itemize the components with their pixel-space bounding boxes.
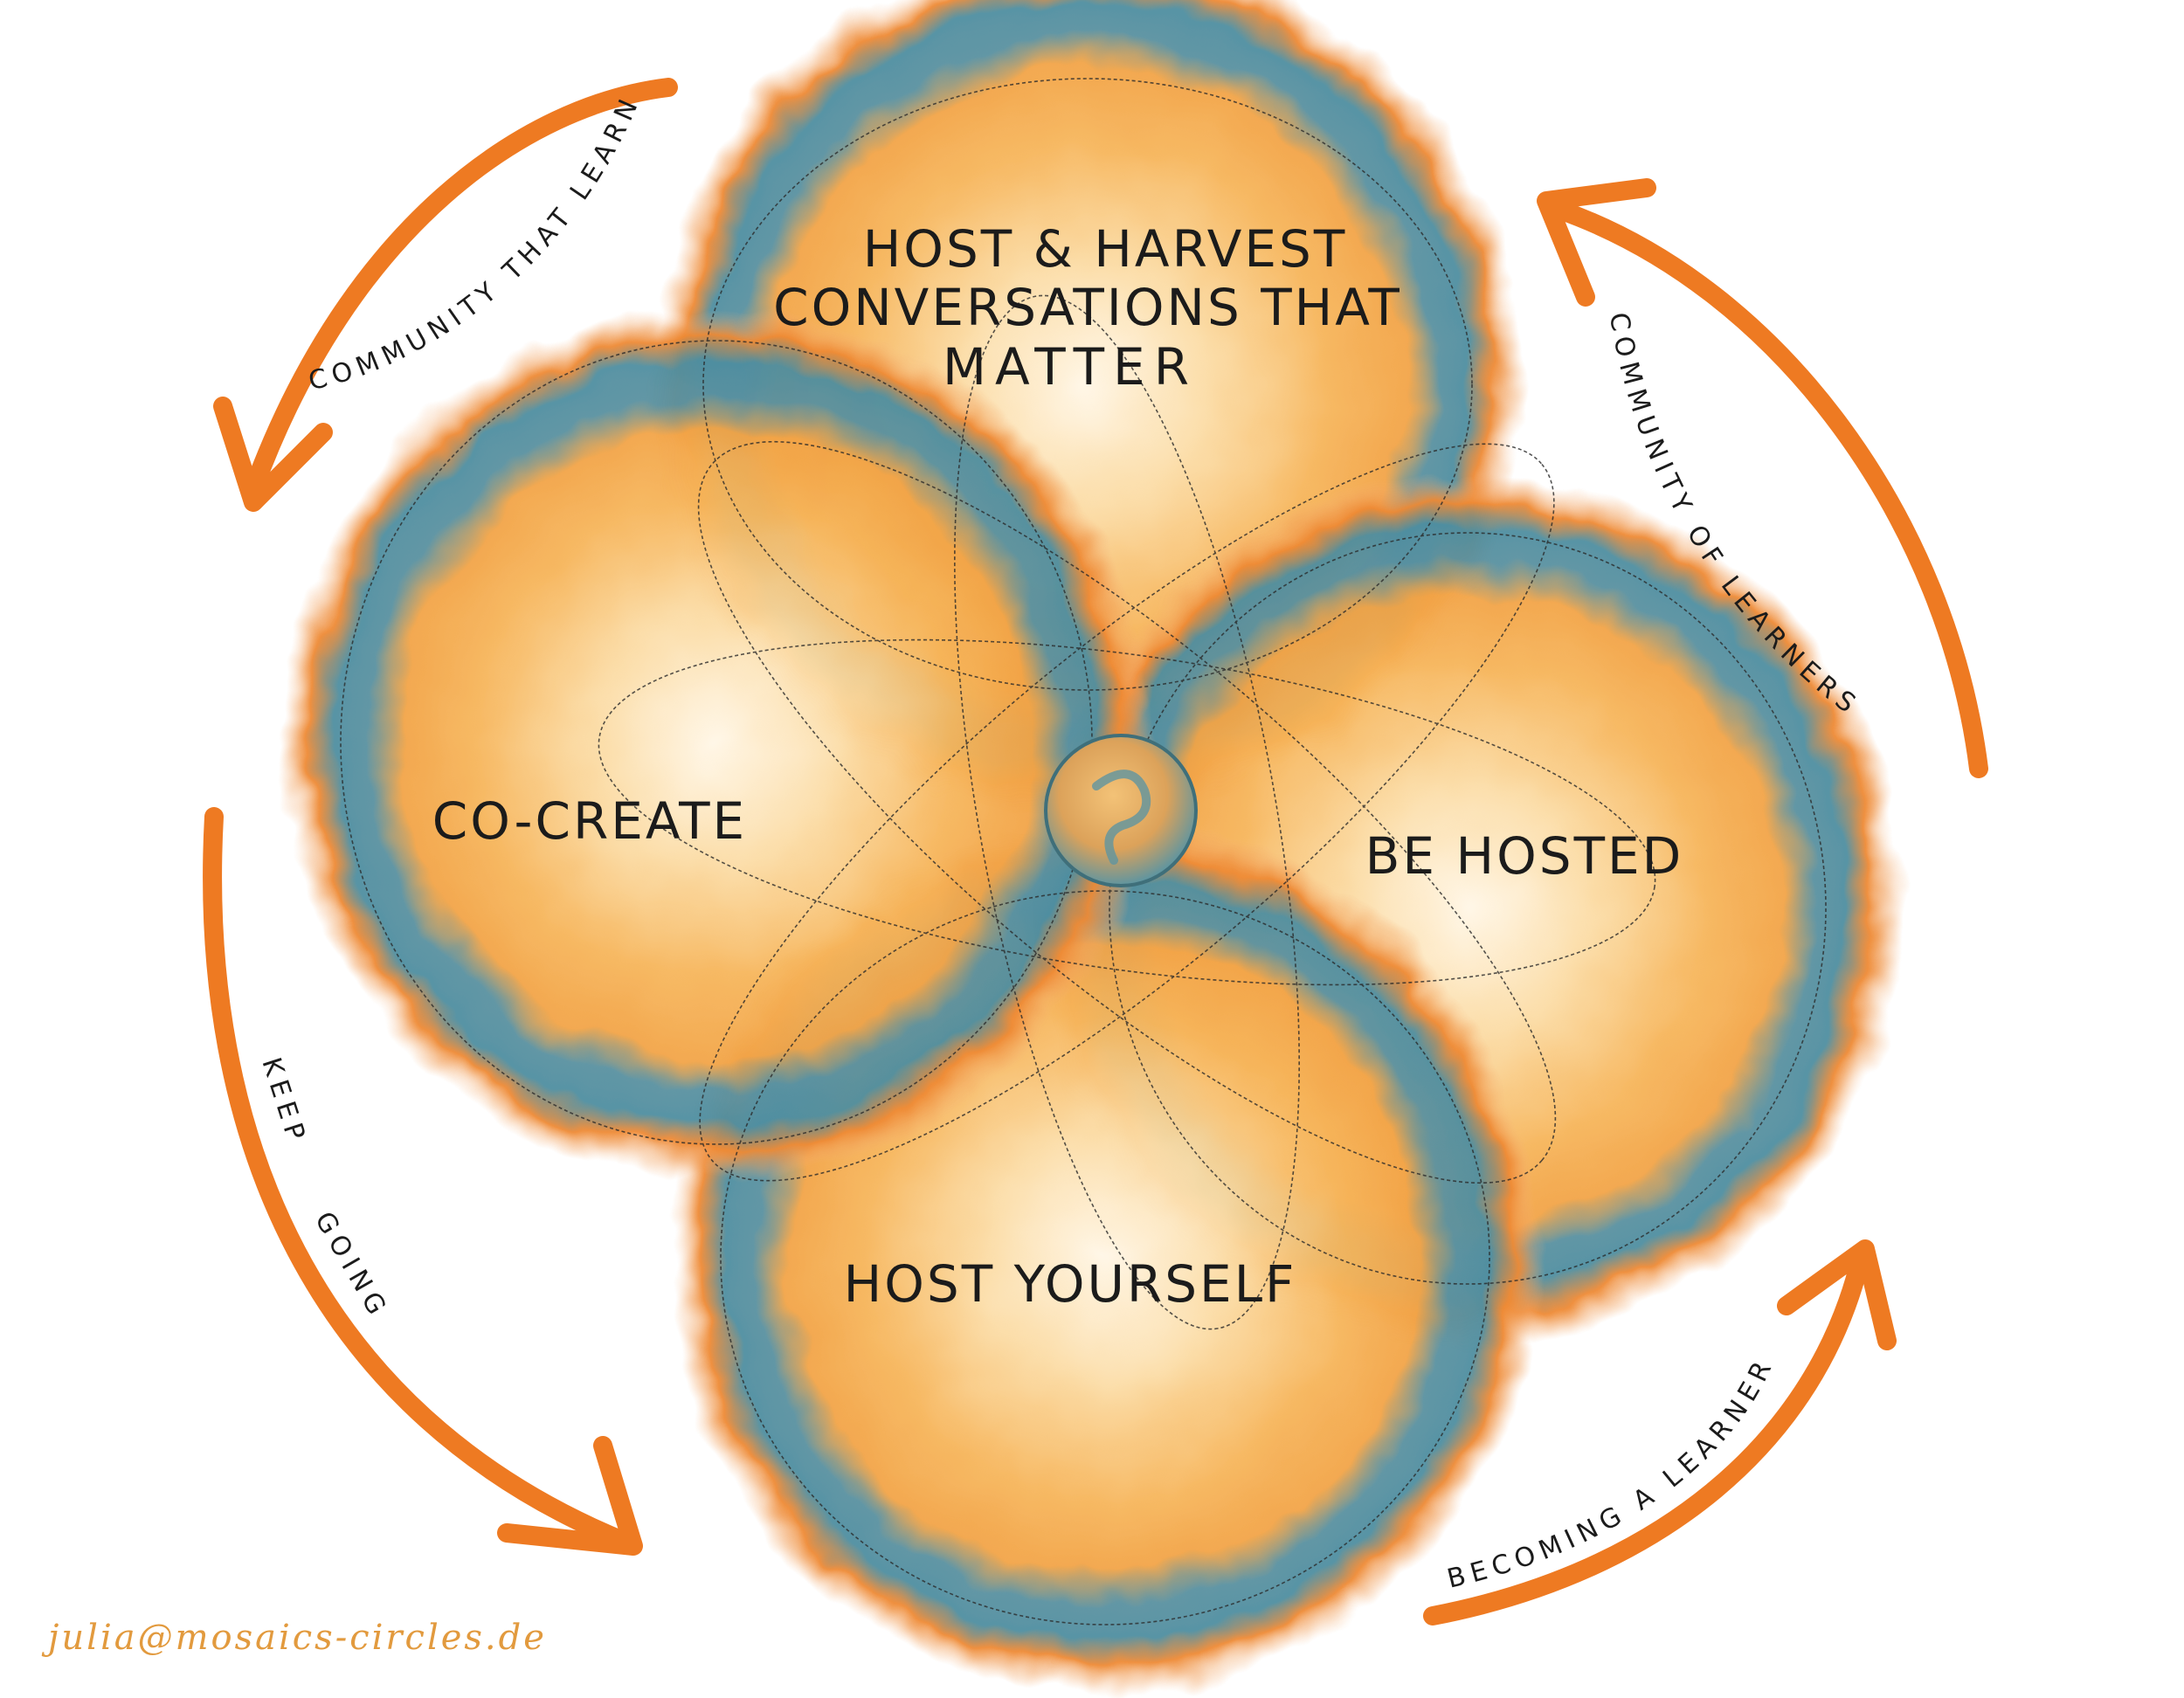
petal-left [280,306,1153,1179]
label-be-hosted: BE HOSTED [1365,826,1684,886]
arrow-bottom-right [1423,1248,1870,1626]
arrow-head-top-right [1537,178,1656,307]
author-credit: julia@mosaics-circles.de [41,1618,547,1658]
petal-group [280,0,1904,1695]
arrow-head-bottom-left [497,1436,643,1556]
arrow-top-right [1550,200,1988,778]
top-line-3: MATTER [943,337,1198,397]
arrows [203,78,1988,1626]
center-hub [1044,734,1198,887]
top-line-2: CONVERSATIONS THAT [773,278,1402,337]
top-line-1: HOST & HARVEST [863,219,1348,279]
label-top: HOST & HARVEST CONVERSATIONS THAT MATTER [773,219,1402,397]
caption-keep: KEEP [255,1054,312,1149]
label-host-yourself: HOST YOURSELF [844,1254,1297,1314]
label-co-create: CO-CREATE [432,791,747,851]
arrow-head-bottom-right [1777,1239,1897,1350]
arrow-top-left [244,78,678,499]
arrow-head-top-left [213,397,333,512]
arrow-bottom-left [203,807,634,1551]
